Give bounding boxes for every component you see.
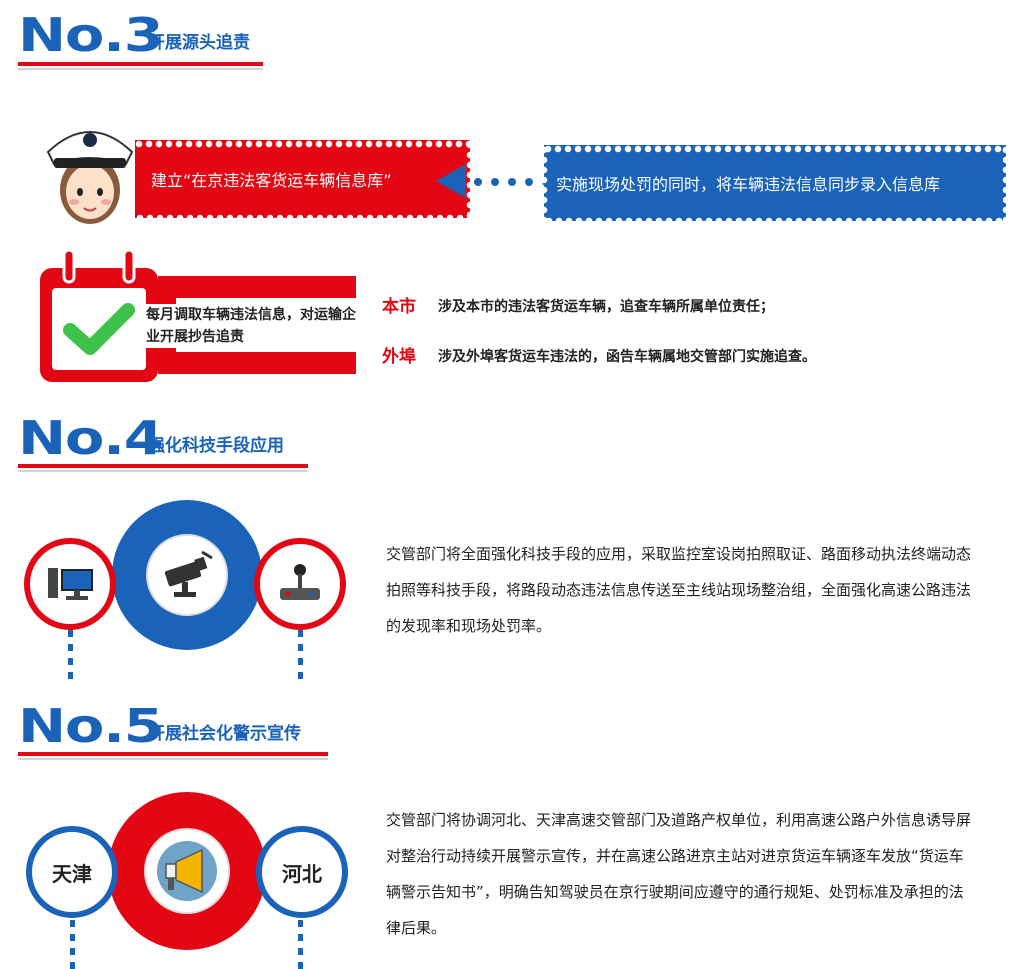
header-underline-shadow — [18, 758, 328, 760]
calendar-text: 每月调取车辆违法信息，对运输企业开展抄告追责 — [144, 304, 356, 348]
computer-icon — [48, 568, 93, 600]
left-vertical-dots — [70, 920, 75, 969]
section-title: 强化科技手段应用 — [148, 436, 284, 456]
center-circle-inner — [146, 534, 228, 616]
section-title: 开展社会化警示宣传 — [148, 724, 301, 744]
hebei-label: 河北 — [282, 861, 322, 886]
header-underline — [18, 62, 263, 66]
red-banner: 建立“在京违法客货运车辆信息库” — [135, 140, 474, 218]
red-bar-bottom — [158, 352, 356, 374]
megaphone-icon — [157, 841, 217, 901]
police-officer-icon — [46, 131, 134, 224]
header-underline-shadow — [18, 470, 308, 472]
item-label-local: 本市 — [382, 297, 416, 317]
right-vertical-dots — [298, 630, 303, 679]
blue-banner: 实施现场处罚的同时，将车辆违法信息同步录入信息库 — [540, 145, 1010, 221]
section-number: No.3 — [18, 8, 164, 62]
section-header-no5: No.5 开展社会化警示宣传 — [18, 703, 338, 763]
item-text-outside: 涉及外埠客货运车违法的，函告车辆属地交管部门实施追查。 — [438, 349, 816, 365]
red-banner-text: 建立“在京违法客货运车辆信息库” — [151, 171, 392, 190]
header-underline — [18, 464, 308, 468]
arrow-left-icon — [436, 164, 466, 198]
item-label-outside: 外埠 — [382, 347, 416, 367]
connector-dots — [474, 178, 550, 186]
tianjin-label: 天津 — [52, 861, 92, 886]
blue-banner-text: 实施现场处罚的同时，将车辆违法信息同步录入信息库 — [556, 175, 941, 194]
tianjin-circle: 天津 — [26, 826, 118, 918]
header-underline-shadow — [18, 68, 263, 70]
no4-paragraph: 交管部门将全面强化科技手段的应用，采取监控室设岗拍照取证、路面移动执法终端动态拍… — [386, 545, 972, 635]
section-number: No.4 — [18, 411, 164, 465]
left-vertical-dots — [68, 630, 73, 679]
surveillance-camera-icon — [164, 550, 213, 597]
no5-paragraph: 交管部门将协调河北、天津高速交管部门及道路产权单位，利用高速公路户外信息诱导屏对… — [386, 811, 972, 937]
joystick-icon — [280, 564, 320, 600]
item-text-local: 涉及本市的违法客货运车辆，追查车辆所属单位责任； — [438, 299, 774, 315]
section-header-no3: No.3 开展源头追责 — [18, 12, 278, 72]
header-underline — [18, 752, 328, 756]
section-title: 开展源头追责 — [148, 33, 250, 53]
red-bar-top — [158, 276, 356, 298]
section-number: No.5 — [18, 699, 164, 753]
right-vertical-dots — [298, 920, 303, 969]
section-header-no4: No.4 强化科技手段应用 — [18, 415, 318, 475]
hebei-circle: 河北 — [256, 826, 348, 918]
calendar-check-icon — [40, 248, 158, 382]
